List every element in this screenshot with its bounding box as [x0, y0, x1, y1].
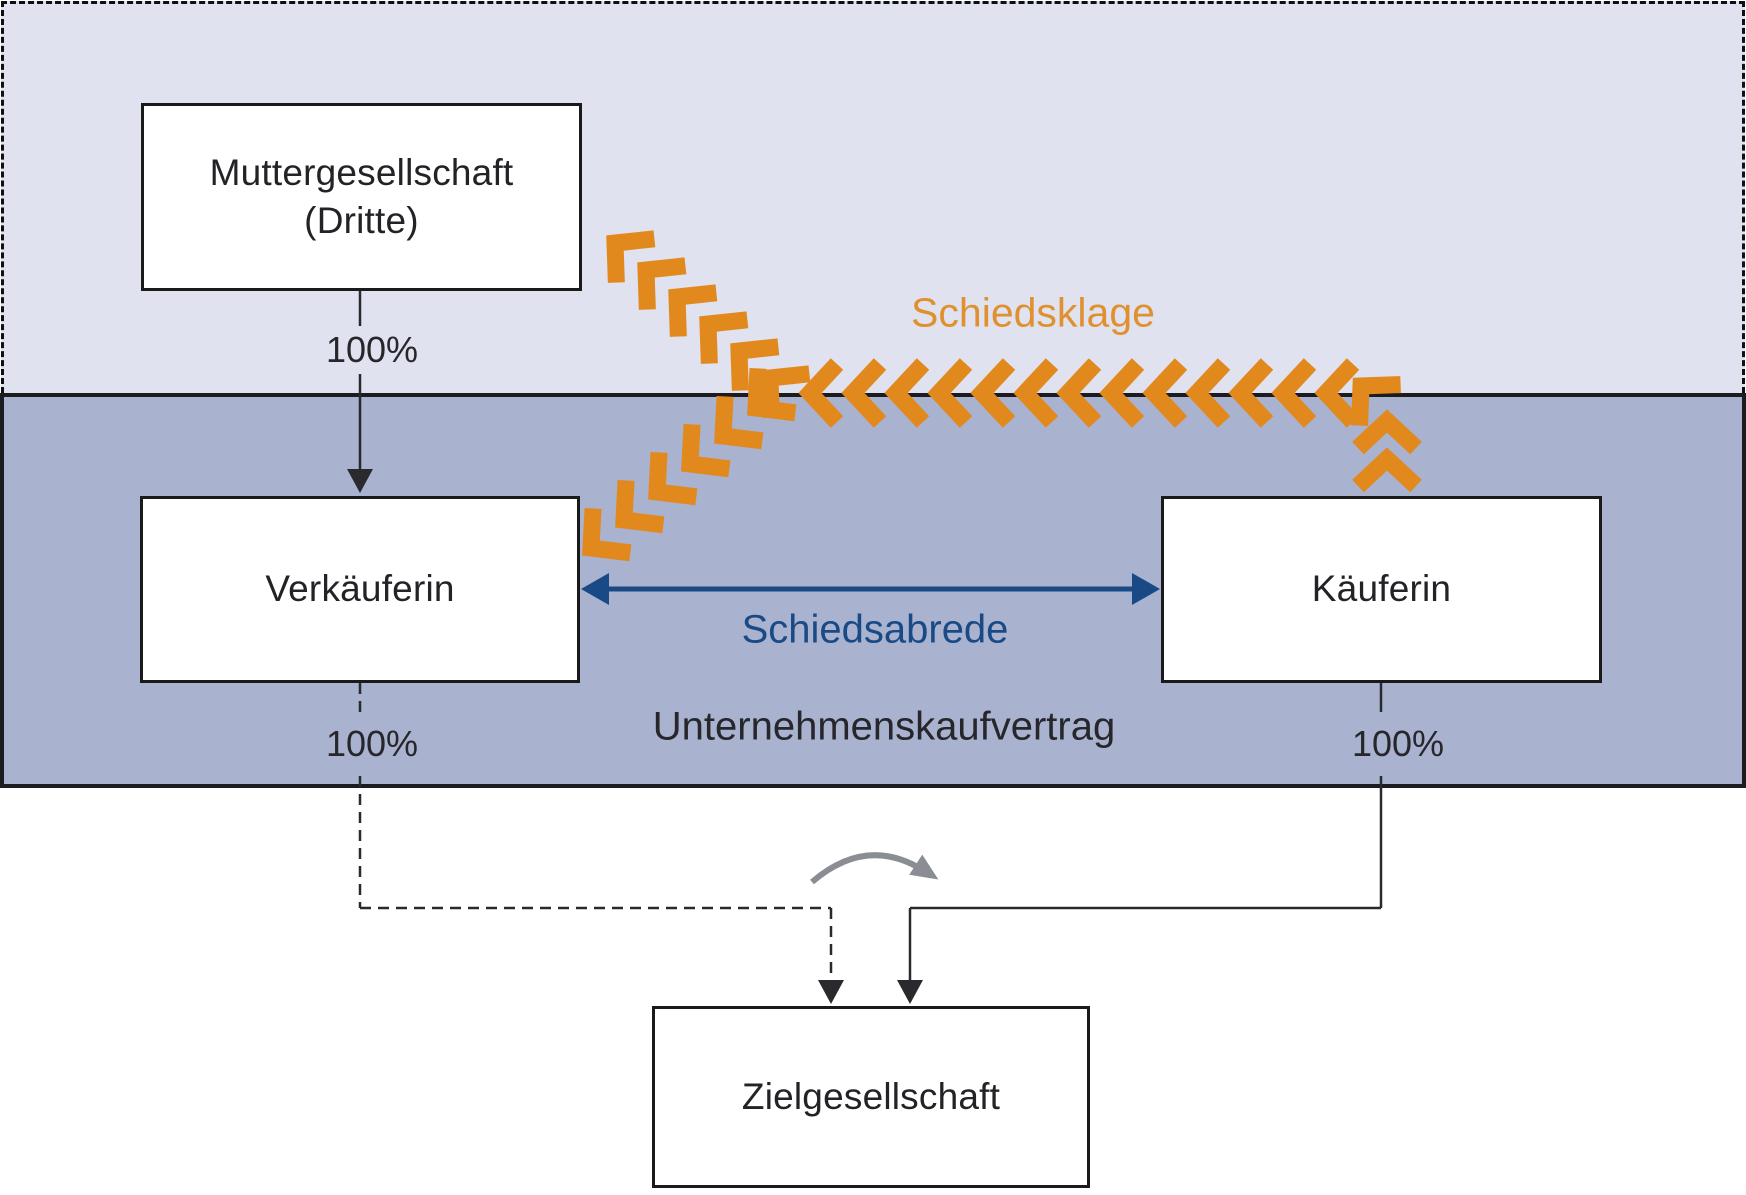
- ownership-label-mutter: 100%: [325, 329, 419, 370]
- box-kaeuferin-label: Käuferin: [1311, 568, 1452, 610]
- box-zielgesellschaft-label: Zielgesellschaft: [741, 1075, 1001, 1117]
- arrowhead-dashed-into-zielgesellschaft: [818, 980, 844, 1004]
- transfer-arc: [810, 852, 928, 885]
- unternehmenskaufvertrag-label: Unternehmenskaufvertrag: [652, 704, 1116, 749]
- schiedsabrede-label: Schiedsabrede: [741, 607, 1009, 652]
- box-kaeuferin: Käuferin: [1161, 496, 1602, 683]
- ownership-label-verkaeuferin: 100%: [325, 723, 419, 764]
- box-muttergesellschaft-label-line2: (Dritte): [304, 200, 419, 241]
- arrowhead-solid-into-zielgesellschaft: [897, 980, 923, 1004]
- ownership-label-kaeuferin: 100%: [1351, 723, 1445, 764]
- transfer-arc-arrowhead: [909, 854, 939, 880]
- box-muttergesellschaft-label-line1: Muttergesellschaft: [209, 151, 514, 193]
- box-verkaeuferin-label: Verkäuferin: [265, 568, 455, 610]
- box-zielgesellschaft: Zielgesellschaft: [652, 1006, 1090, 1188]
- schiedsklage-label: Schiedsklage: [911, 289, 1155, 336]
- box-muttergesellschaft: Muttergesellschaft (Dritte): [141, 103, 582, 291]
- box-verkaeuferin: Verkäuferin: [140, 496, 580, 683]
